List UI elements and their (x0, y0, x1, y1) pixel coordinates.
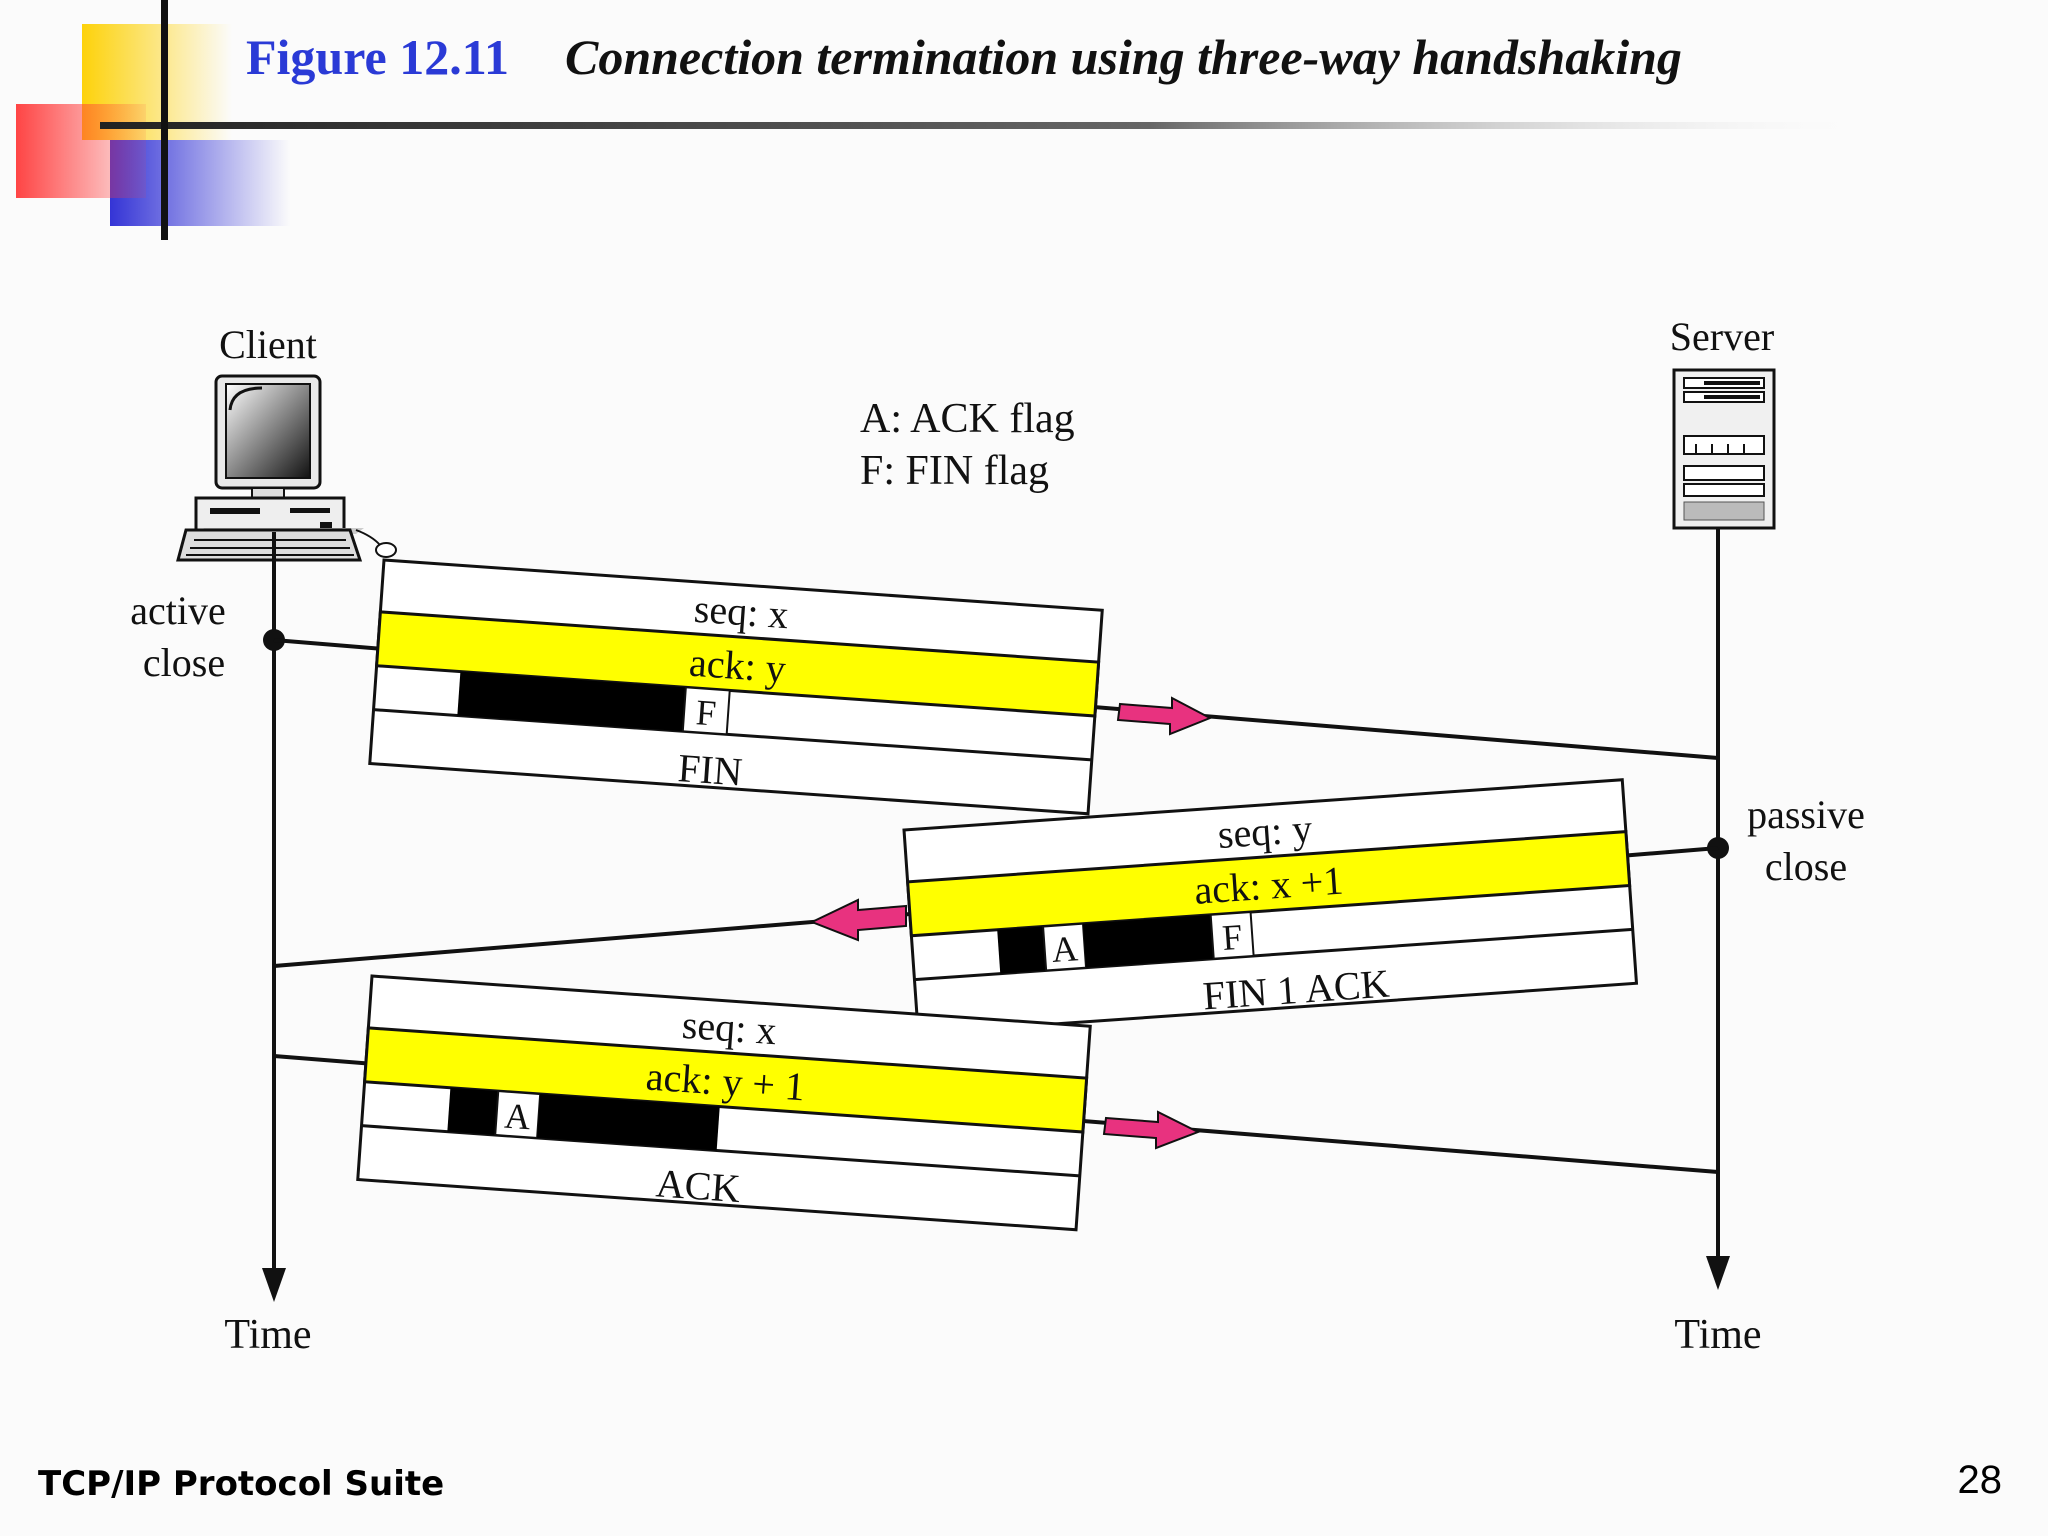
server-icon (1672, 368, 1776, 530)
client-event-line2: close (143, 640, 225, 685)
legend-fin-flag: F: FIN flag (860, 448, 1049, 494)
server-time-label: Time (1674, 1312, 1761, 1358)
segment-ack-ack: ack: y + 1 (645, 1053, 807, 1109)
ack-direction-arrow (1102, 1110, 1201, 1150)
segment-ack-seq: seq: x (681, 1002, 778, 1053)
segment-fin-ack-flag-a: A (1050, 928, 1079, 970)
segment-fin-ack: A F seq: y ack: x +1 FIN 1 ACK (902, 778, 1639, 1036)
segment-fin-ack: ack: y (688, 640, 788, 692)
server-label: Server (1670, 314, 1774, 359)
fin-ack-direction-arrow (809, 898, 907, 942)
server-event-line2: close (1765, 844, 1847, 889)
segment-fin-name: FIN (676, 745, 743, 794)
figure-caption: Connection termination using three-way h… (564, 29, 1682, 85)
footer-title: TCP/IP Protocol Suite (38, 1464, 445, 1504)
slide-decoration (16, 0, 1850, 240)
segment-ack-name: ACK (654, 1160, 741, 1211)
server-event-line1: passive (1747, 792, 1865, 837)
segment-ack-flag-a: A (503, 1096, 532, 1138)
slide-title: Figure 12.11 Connection termination using… (246, 28, 1682, 86)
client-computer-icon (176, 374, 397, 562)
client-label: Client (219, 322, 317, 367)
segment-fin-ack-seq: seq: y (1216, 806, 1313, 857)
client-timeline (262, 532, 286, 1302)
server-timeline (1706, 528, 1730, 1290)
client-event-line1: active (130, 588, 226, 633)
fin-direction-arrow (1116, 696, 1213, 736)
legend-ack-flag: A: ACK flag (860, 396, 1075, 442)
client-time-label: Time (224, 1312, 311, 1358)
segment-ack: A seq: x ack: y + 1 ACK (356, 974, 1092, 1232)
segment-fin: F seq: x ack: y FIN (368, 558, 1104, 816)
segment-fin-flag-f: F (695, 692, 718, 733)
segment-fin-ack-ack: ack: x +1 (1193, 858, 1345, 913)
segment-fin-seq: seq: x (693, 586, 790, 637)
segment-fin-ack-flag-f: F (1221, 917, 1244, 958)
page-number: 28 (1957, 1458, 2003, 1502)
figure-number: Figure 12.11 (246, 29, 509, 85)
